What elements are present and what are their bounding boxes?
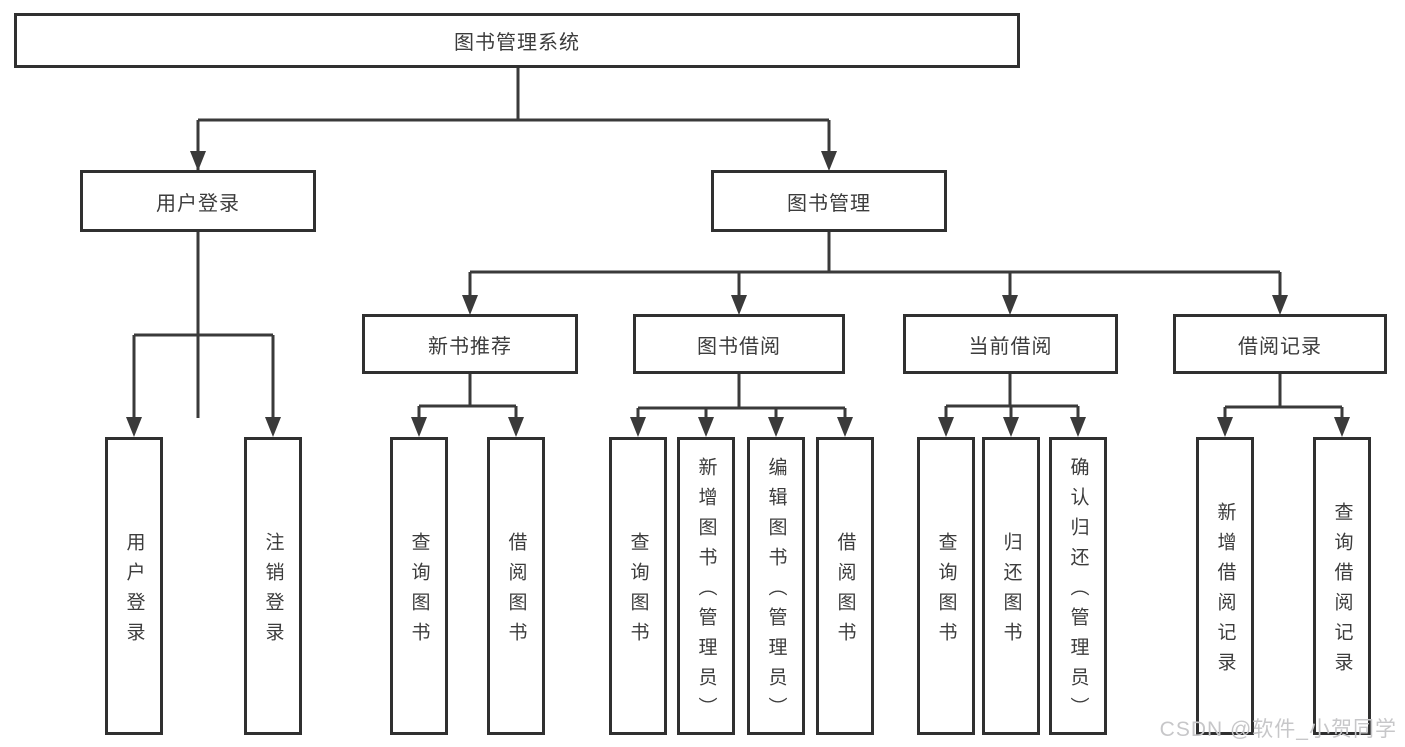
- leaf-confirm-return-admin: 确认归还（管理员）: [1049, 437, 1107, 735]
- node-borrowing-records-label: 借阅记录: [1238, 335, 1322, 358]
- leaf-edit-book-admin-label: 编辑图书（管理员）: [765, 456, 787, 727]
- node-root-label: 图书管理系统: [454, 32, 580, 54]
- node-root: 图书管理系统: [14, 13, 1020, 68]
- node-new-book-recommend: 新书推荐: [362, 314, 578, 374]
- node-current-borrowing: 当前借阅: [903, 314, 1118, 374]
- leaf-borrow-books-recommend: 借阅图书: [487, 437, 545, 735]
- leaf-query-books-recommend: 查询图书: [390, 437, 448, 735]
- leaf-add-borrow-record-label: 新增借阅记录: [1214, 501, 1236, 682]
- leaf-borrow-books-label: 借阅图书: [834, 531, 856, 652]
- leaf-return-books: 归还图书: [982, 437, 1040, 735]
- node-book-management-label: 图书管理: [787, 192, 871, 215]
- leaf-query-books-current-label: 查询图书: [935, 531, 957, 652]
- leaf-query-books-current: 查询图书: [917, 437, 975, 735]
- node-book-borrowing: 图书借阅: [633, 314, 845, 374]
- leaf-logout: 注销登录: [244, 437, 302, 735]
- leaf-query-borrow-record: 查询借阅记录: [1313, 437, 1371, 735]
- leaf-edit-book-admin: 编辑图书（管理员）: [747, 437, 805, 735]
- node-current-borrowing-label: 当前借阅: [968, 335, 1053, 358]
- leaf-user-login: 用户登录: [105, 437, 163, 735]
- leaf-add-book-admin-label: 新增图书（管理员）: [695, 456, 717, 727]
- leaf-query-books-borrow: 查询图书: [609, 437, 667, 735]
- node-user-login-label: 用户登录: [156, 192, 240, 215]
- leaf-query-books-recommend-label: 查询图书: [408, 531, 430, 652]
- node-book-borrowing-label: 图书借阅: [697, 335, 781, 358]
- leaf-return-books-label: 归还图书: [1000, 531, 1022, 652]
- node-borrowing-records: 借阅记录: [1173, 314, 1387, 374]
- leaf-add-book-admin: 新增图书（管理员）: [677, 437, 735, 735]
- csdn-watermark: CSDN @软件_小贺同学: [1159, 718, 1397, 741]
- leaf-logout-label: 注销登录: [262, 531, 284, 652]
- leaf-add-borrow-record: 新增借阅记录: [1196, 437, 1254, 735]
- leaf-confirm-return-admin-label: 确认归还（管理员）: [1067, 456, 1089, 727]
- leaf-query-books-borrow-label: 查询图书: [627, 531, 649, 652]
- node-new-book-recommend-label: 新书推荐: [428, 335, 512, 358]
- leaf-query-borrow-record-label: 查询借阅记录: [1331, 501, 1353, 682]
- node-book-management: 图书管理: [711, 170, 947, 232]
- node-user-login: 用户登录: [80, 170, 316, 232]
- leaf-borrow-books-recommend-label: 借阅图书: [505, 531, 527, 652]
- leaf-user-login-label: 用户登录: [123, 531, 145, 652]
- leaf-borrow-books: 借阅图书: [816, 437, 874, 735]
